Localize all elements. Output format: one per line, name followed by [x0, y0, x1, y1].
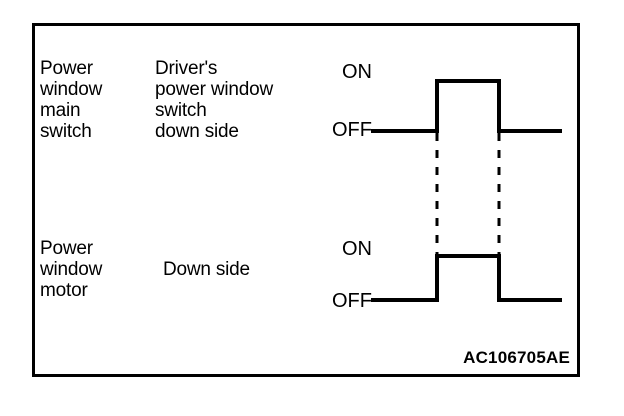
row2-signal-label: Down side: [163, 259, 250, 280]
row1-off-label: OFF: [332, 119, 372, 141]
row2-component-label: Power window motor: [40, 238, 103, 301]
row1-on-label: ON: [342, 61, 372, 83]
row1-signal-label: Driver's power window switch down side: [155, 58, 273, 142]
row2-off-label: OFF: [332, 290, 372, 312]
reference-code: AC106705AE: [463, 348, 570, 367]
diagram-border: [32, 23, 580, 377]
row1-component-label: Power window main switch: [40, 58, 103, 142]
row2-on-label: ON: [342, 238, 372, 260]
